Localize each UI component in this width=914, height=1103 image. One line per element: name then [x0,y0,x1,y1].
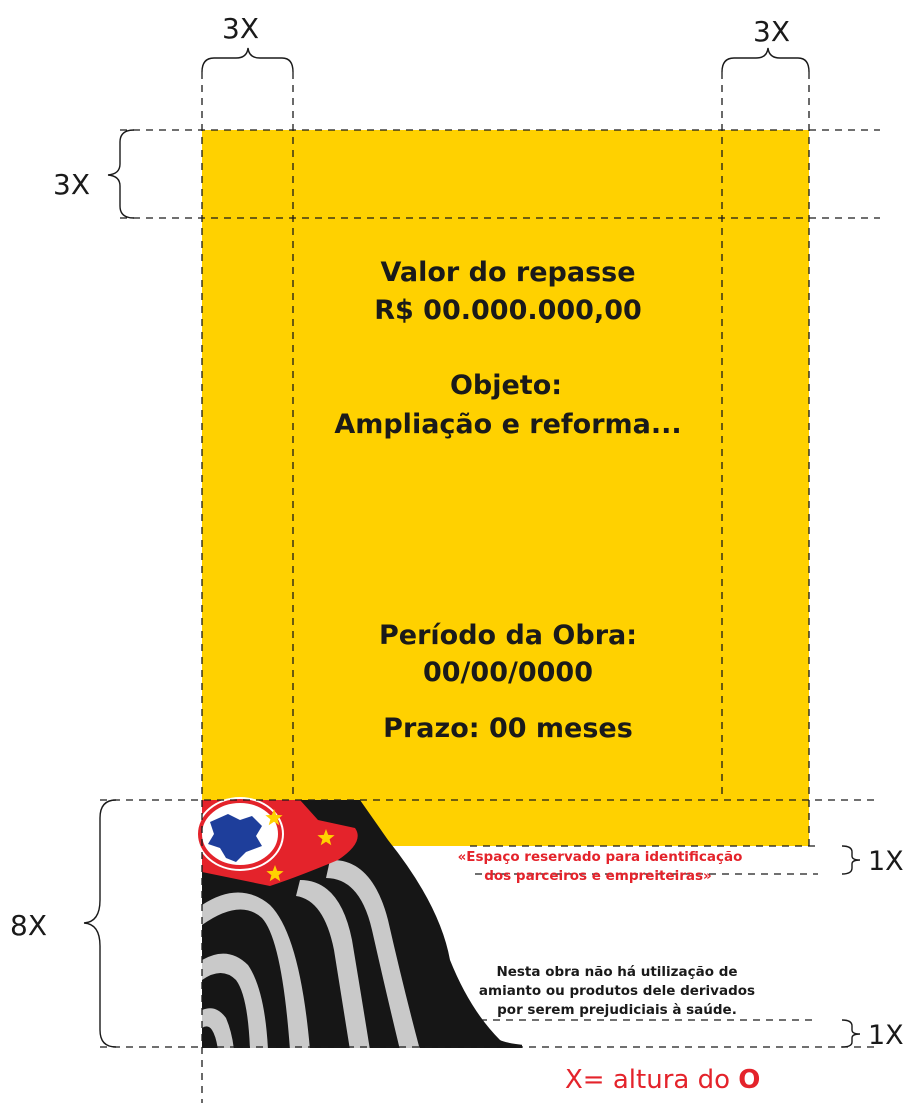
dim-top-left: 3X [222,12,259,45]
star-icon [265,809,283,826]
flag-stripe [202,892,310,1050]
dim-right-upper: 1X [868,846,904,877]
objeto-title: Objeto: [450,370,562,401]
footer-note: X= altura do O [565,1065,760,1095]
notice-line1: Nesta obra não há utilização de [496,964,737,980]
star-icon [317,829,335,846]
flag-stripe [202,1008,234,1050]
periodo-date: 00/00/0000 [423,657,593,688]
dimension-braces [83,47,861,1048]
brace-left-top [107,129,135,219]
dim-left-top: 3X [53,168,90,201]
notice-line3: por serem prejudiciais à saúde. [497,1002,737,1018]
objeto-text: Ampliação e reforma... [334,409,681,440]
notice-line2: amianto ou produtos dele derivados [479,983,755,999]
reserved-space-line2: dos parceiros e empreiteiras» [484,868,712,884]
periodo-title: Período da Obra: [379,620,637,651]
brace-top-left [201,47,294,73]
dim-left-bottom: 8X [10,909,47,942]
flag-stripe [202,953,268,1050]
footer-letter-o: O [738,1065,760,1095]
prazo-text: Prazo: 00 meses [383,713,633,744]
sign-panel [202,130,809,846]
footer-prefix: X= altura do [565,1065,738,1095]
reserved-space-line1: «Espaço reservado para identificação [458,849,743,865]
brace-right-lower [841,1019,861,1048]
guide-lines [100,72,880,1103]
map-icon [208,814,262,862]
star-icons [265,809,335,882]
brace-top-right [721,47,810,73]
flag-stripe [326,859,420,1050]
dim-top-right: 3X [753,15,790,48]
valor-title: Valor do repasse [380,257,635,288]
brace-right-upper [841,845,861,875]
star-icon [266,865,284,882]
valor-amount: R$ 00.000.000,00 [374,295,642,326]
brace-left-bottom [83,799,117,1048]
dim-right-lower: 1X [868,1020,904,1051]
flag-stripe [296,880,370,1050]
